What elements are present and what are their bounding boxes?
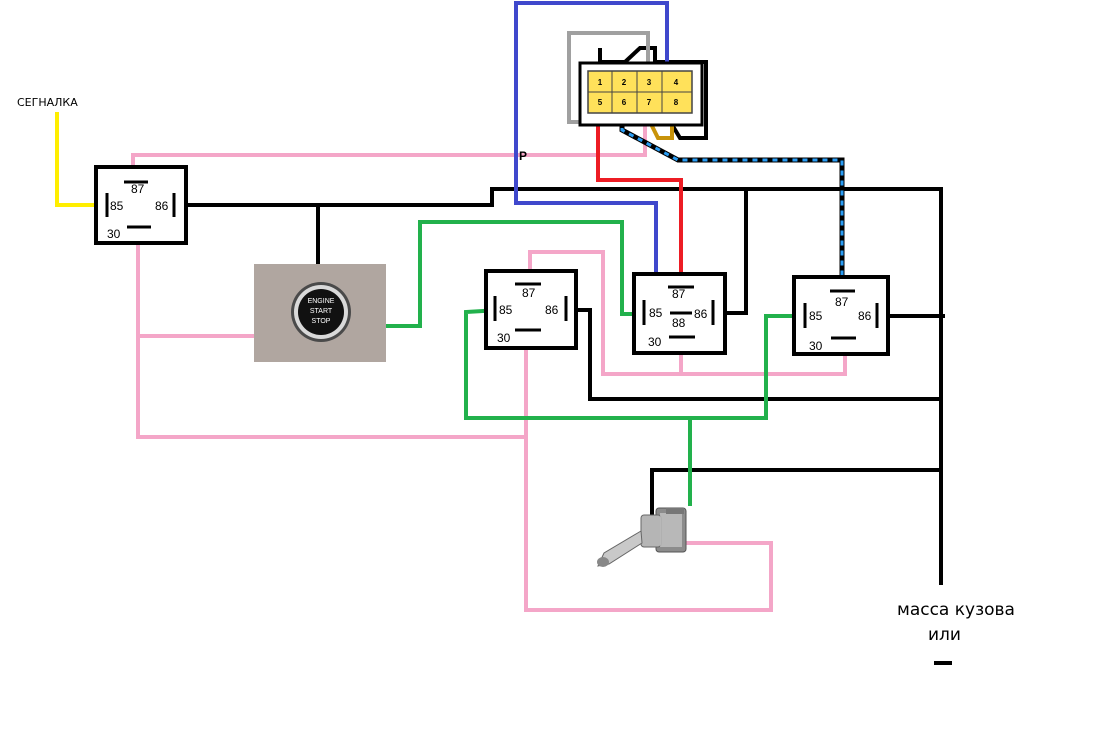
relay-3: 87 85 88 86 30 <box>632 272 727 355</box>
signal-label: СЕГНАЛКА <box>17 96 78 109</box>
relay-2-pin-30: 30 <box>497 331 511 345</box>
toggle-switch-icon <box>597 507 687 567</box>
relay-4: 87 85 86 30 <box>792 275 890 356</box>
relay-1-pin-85: 85 <box>110 199 124 213</box>
relay-4-pin-87: 87 <box>835 295 849 309</box>
relay-3-pin-85: 85 <box>649 306 663 320</box>
relay-1-pin-87: 87 <box>131 182 145 196</box>
wires-green <box>386 220 808 506</box>
wire-yellow-signal <box>55 112 100 207</box>
relay-2-pin-87: 87 <box>522 286 536 300</box>
relay-1-pin-30: 30 <box>107 227 121 241</box>
connector-pin-2: 2 <box>622 78 627 87</box>
relay-3-pin-30: 30 <box>648 335 662 349</box>
connector-pin-1: 1 <box>598 78 603 87</box>
relay-2-pin-85: 85 <box>499 303 513 317</box>
relay-3-pin-88: 88 <box>672 316 686 330</box>
relay-2: 87 85 86 30 <box>484 269 578 350</box>
relay-4-pin-86: 86 <box>858 309 872 323</box>
or-label: или <box>928 625 961 645</box>
button-line-1: ENGINE <box>308 298 335 305</box>
body-ground-label: масса кузова <box>897 600 1015 620</box>
connector-pin-4: 4 <box>674 78 679 87</box>
connector-pin-7: 7 <box>647 98 652 107</box>
wire-red <box>596 118 683 285</box>
wire-gold <box>646 117 674 140</box>
start-stop-button: ENGINE START STOP <box>254 264 386 362</box>
wire-gray <box>567 31 650 124</box>
button-line-2: START <box>310 308 333 315</box>
button-line-3: STOP <box>312 318 331 325</box>
wires <box>55 1 952 665</box>
relay-3-pin-87: 87 <box>672 287 686 301</box>
relay-1: 87 85 86 30 <box>94 165 188 245</box>
p-mark: P <box>519 149 527 163</box>
connector-pin-6: 6 <box>622 98 627 107</box>
connector-8pin: 1 2 3 4 5 6 7 8 <box>578 61 704 127</box>
relay-4-pin-85: 85 <box>809 309 823 323</box>
wire-cyan-striped <box>619 118 845 285</box>
relay-1-pin-86: 86 <box>155 199 169 213</box>
relay-4-pin-30: 30 <box>809 339 823 353</box>
connector-pin-5: 5 <box>598 98 603 107</box>
relay-3-pin-86: 86 <box>694 307 708 321</box>
connector-pin-8: 8 <box>674 98 679 107</box>
connector-pin-3: 3 <box>647 78 652 87</box>
relay-2-pin-86: 86 <box>545 303 559 317</box>
